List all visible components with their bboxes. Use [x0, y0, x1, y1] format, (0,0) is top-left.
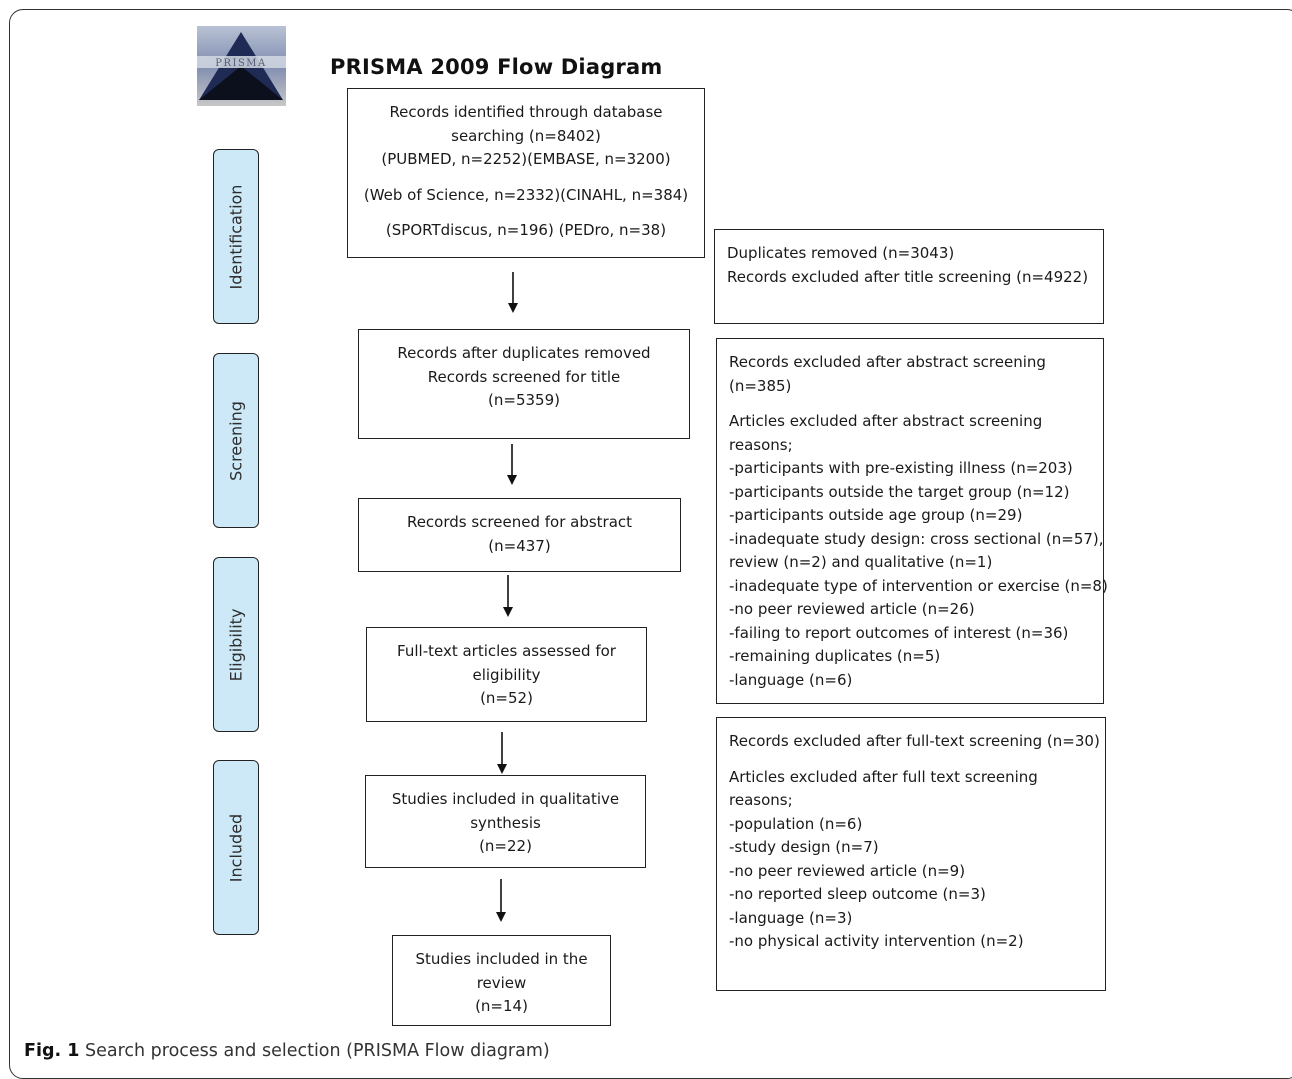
phase-included: Included	[213, 760, 259, 935]
phase-screening-label: Screening	[226, 400, 246, 481]
full-text-assessed-box: Full-text articles assessed for eligibil…	[366, 627, 647, 722]
arrow-down-4	[497, 732, 507, 774]
phase-identification-label: Identification	[226, 184, 246, 289]
box-line: -inadequate type of intervention or exer…	[729, 576, 1108, 595]
box-line: Articles excluded after abstract screeni…	[729, 412, 1043, 430]
box-line: -participants outside the target group (…	[729, 482, 1070, 501]
excluded-abstract-box: Records excluded after abstract screenin…	[716, 338, 1108, 704]
arrow-down-1	[508, 272, 518, 313]
phase-screening: Screening	[213, 353, 259, 528]
box-line: Records screened for title	[427, 367, 621, 386]
prisma-logo: PRISMA	[197, 26, 286, 106]
phase-included-label: Included	[226, 813, 246, 882]
box-line: (n=22)	[479, 837, 532, 855]
box-line: Studies included in the	[415, 950, 588, 968]
box-line: Records screened for abstract	[406, 513, 633, 531]
box-line: Records excluded after full-text screeni…	[729, 732, 1100, 750]
box-line: -failing to report outcomes of interest …	[729, 623, 1069, 642]
box-line: Records excluded after abstract screenin…	[729, 353, 1046, 371]
box-line: -language (n=6)	[729, 670, 853, 689]
qualitative-synthesis-box: Studies included in qualitative synthesi…	[365, 775, 646, 868]
box-line: review (n=2) and qualitative (n=1)	[729, 553, 993, 571]
box-line: synthesis	[470, 813, 541, 832]
box-line: (n=437)	[488, 536, 551, 555]
box-line: (n=52)	[480, 689, 533, 707]
box-line: -inadequate study design: cross sectiona…	[729, 529, 1104, 548]
box-line: Studies included in qualitative	[391, 790, 620, 808]
excluded-fulltext-box: Records excluded after full-text screeni…	[716, 717, 1106, 991]
records-after-duplicates-box: Records after duplicates removed Records…	[358, 329, 690, 439]
box-line: Records after duplicates removed	[397, 344, 651, 362]
phase-eligibility-label: Eligibility	[226, 608, 246, 681]
box-line: -language (n=3)	[729, 908, 853, 927]
arrow-down-5	[496, 879, 506, 922]
prisma-logo-graphic: PRISMA	[197, 26, 286, 106]
box-line: (PUBMED, n=2252)(EMBASE, n=3200)	[381, 150, 671, 168]
caption-text: Search process and selection (PRISMA Flo…	[79, 1041, 550, 1061]
figure-caption: Fig. 1 Search process and selection (PRI…	[24, 1041, 550, 1061]
box-line: review	[476, 973, 527, 992]
included-review-box: Studies included in the review (n=14)	[392, 935, 611, 1026]
box-line: eligibility	[472, 665, 541, 684]
logo-text: PRISMA	[215, 58, 267, 69]
box-line: Duplicates removed (n=3043)	[727, 244, 955, 262]
box-line: -no peer reviewed article (n=26)	[729, 600, 975, 618]
box-line: Articles excluded after full text screen…	[729, 767, 1038, 786]
arrow-down-2	[507, 444, 517, 485]
box-line: Records identified through database	[389, 103, 663, 121]
records-identified-box: Records identified through database sear…	[347, 88, 705, 258]
box-line: (n=5359)	[488, 391, 560, 409]
diagram-title: PRISMA 2009 Flow Diagram	[330, 55, 663, 79]
box-line: (n=385)	[729, 376, 792, 395]
box-line: Full-text articles assessed for	[397, 642, 616, 660]
caption-label: Fig. 1	[24, 1041, 80, 1061]
arrow-down-3	[503, 575, 513, 617]
box-line: -no peer reviewed article (n=9)	[729, 861, 966, 880]
box-line: Records excluded after title screening (…	[727, 267, 1089, 286]
box-line: -participants outside age group (n=29)	[729, 506, 1023, 524]
box-line: -study design (n=7)	[729, 838, 879, 856]
phase-eligibility: Eligibility	[213, 557, 259, 732]
records-screened-abstract-box: Records screened for abstract (n=437)	[358, 498, 681, 572]
box-line: -population (n=6)	[729, 814, 863, 833]
box-line: -remaining duplicates (n=5)	[729, 647, 941, 665]
excluded-title-box: Duplicates removed (n=3043) Records excl…	[714, 229, 1104, 324]
box-line: reasons;	[729, 791, 793, 809]
box-line: (Web of Science, n=2332)(CINAHL, n=384)	[363, 185, 689, 204]
box-line: reasons;	[729, 435, 793, 454]
box-line: -participants with pre-existing illness …	[729, 459, 1073, 477]
box-line: -no physical activity intervention (n=2)	[729, 932, 1024, 950]
box-line: -no reported sleep outcome (n=3)	[729, 885, 986, 903]
phase-identification: Identification	[213, 149, 259, 324]
box-line: searching (n=8402)	[451, 126, 601, 145]
box-line: (n=14)	[475, 997, 528, 1015]
box-line: (SPORTdiscus, n=196) (PEDro, n=38)	[385, 221, 667, 239]
